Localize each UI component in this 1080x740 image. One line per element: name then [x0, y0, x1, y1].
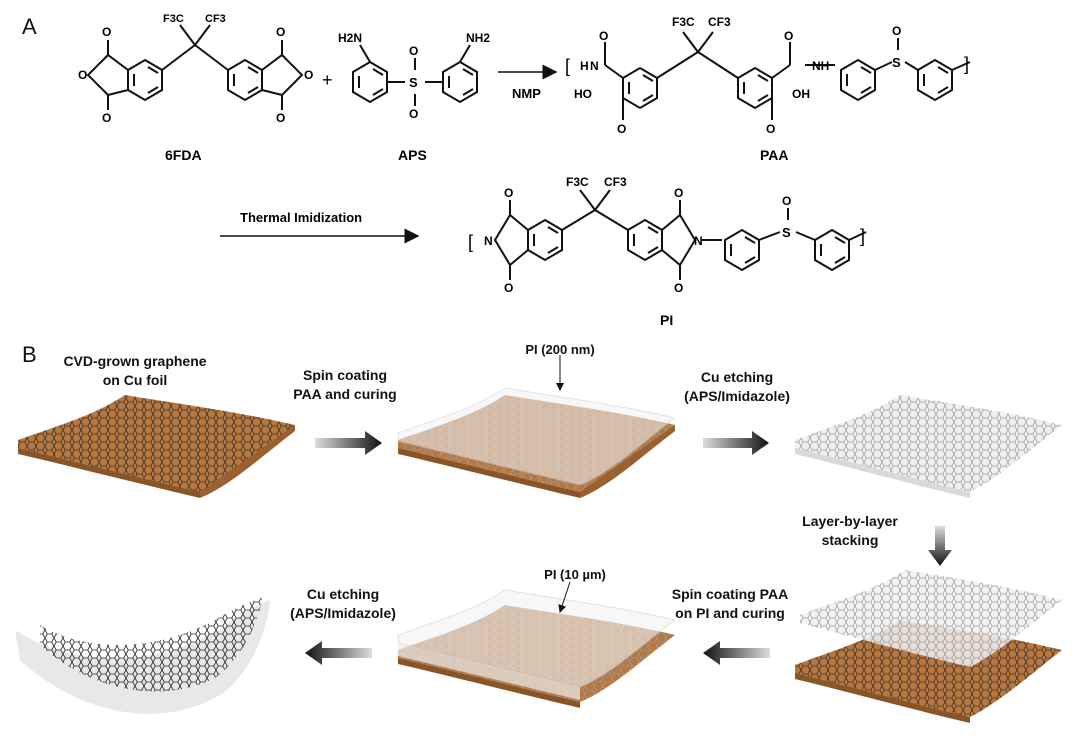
reaction-scheme: F3C CF3 O O O O O O + S O O H2N NH2 NMP …	[78, 13, 971, 328]
oxygen-label: O	[78, 68, 87, 82]
oh-label: OH	[792, 87, 810, 101]
oxygen-label: O	[102, 111, 111, 125]
start-label: CVD-grown graphene on Cu foil	[63, 353, 207, 388]
oxygen-label: O	[784, 29, 793, 43]
sulfur-label: S	[782, 225, 791, 240]
step-5-label: Cu etching (APS/Imidazole)	[290, 586, 396, 621]
step-4-label: Spin coating PAA on PI and curing	[671, 586, 789, 621]
graphene-on-cu-sheet	[18, 395, 295, 498]
oxygen-label: O	[409, 107, 418, 121]
imide-n-label: N	[484, 234, 493, 248]
aps-label: APS	[398, 147, 427, 163]
oxygen-label: O	[102, 25, 111, 39]
sulfur-label: S	[409, 75, 418, 90]
cf3-left-label: F3C	[672, 15, 695, 29]
thick-pi-sheet	[397, 589, 677, 708]
oxygen-label: O	[304, 68, 313, 82]
nh-label: NH	[812, 59, 829, 73]
svg-text:[: [	[468, 232, 473, 252]
process-arrow-2	[703, 431, 769, 455]
paa-label: PAA	[760, 147, 789, 163]
process-arrow-1	[315, 431, 382, 455]
svg-text:]: ]	[860, 226, 865, 246]
paa-structure: [ ]	[565, 31, 971, 120]
callout-line-2	[558, 581, 571, 613]
oxygen-label: O	[504, 281, 513, 295]
plus-sign: +	[322, 70, 333, 90]
amine-label: H2N	[338, 31, 362, 45]
oxygen-label: O	[766, 122, 775, 136]
pi-graphene-cu-sheet	[397, 387, 677, 498]
oxygen-label: O	[599, 29, 608, 43]
oxygen-label: O	[617, 122, 626, 136]
oxygen-label: O	[276, 111, 285, 125]
sulfur-label: S	[892, 55, 901, 70]
graphene-on-pi-sheet	[795, 395, 1062, 498]
pi-structure: [ ]	[468, 189, 867, 280]
process-arrow-3	[928, 526, 952, 566]
oxygen-label: O	[276, 25, 285, 39]
svg-text:[: [	[565, 56, 570, 76]
thermal-imidization-label: Thermal Imidization	[240, 210, 362, 225]
imide-n-label: N	[694, 234, 703, 248]
panel-a-letter: A	[22, 14, 37, 39]
callout-pi-200nm: PI (200 nm)	[525, 342, 595, 357]
process-arrow-4	[703, 641, 770, 665]
step-1-label: Spin coating PAA and curing	[293, 367, 397, 402]
process-schematic	[15, 355, 1062, 723]
amide-n-label: N	[590, 59, 599, 73]
oxygen-label: O	[674, 281, 683, 295]
6fda-structure	[86, 24, 304, 110]
ho-label: HO	[574, 87, 592, 101]
cf3-left-label: F3C	[163, 13, 184, 25]
reagent-label: NMP	[512, 86, 541, 101]
flexible-graphene-film	[15, 598, 270, 714]
cf3-right-label: CF3	[708, 15, 731, 29]
oxygen-label: O	[674, 186, 683, 200]
pi-label: PI	[660, 312, 673, 328]
process-arrow-5	[305, 641, 372, 665]
oxygen-label: O	[782, 194, 791, 208]
stacked-layers-sheet	[795, 570, 1062, 723]
aps-structure	[352, 44, 478, 106]
cf3-left-label: F3C	[566, 175, 589, 189]
step-2-label: Cu etching (APS/Imidazole)	[684, 369, 790, 404]
cf3-right-label: CF3	[205, 13, 226, 25]
oxygen-label: O	[892, 24, 901, 38]
oxygen-label: O	[504, 186, 513, 200]
amine-label: NH2	[466, 31, 490, 45]
step-3-label: Layer-by-layer stacking	[802, 513, 898, 548]
callout-pi-10um: PI (10 µm)	[544, 567, 606, 582]
6fda-label: 6FDA	[165, 147, 202, 163]
panel-b-letter: B	[22, 342, 37, 367]
oxygen-label: O	[409, 44, 418, 58]
svg-text:]: ]	[964, 54, 969, 74]
cf3-right-label: CF3	[604, 175, 627, 189]
amide-h-label: H	[580, 59, 589, 73]
